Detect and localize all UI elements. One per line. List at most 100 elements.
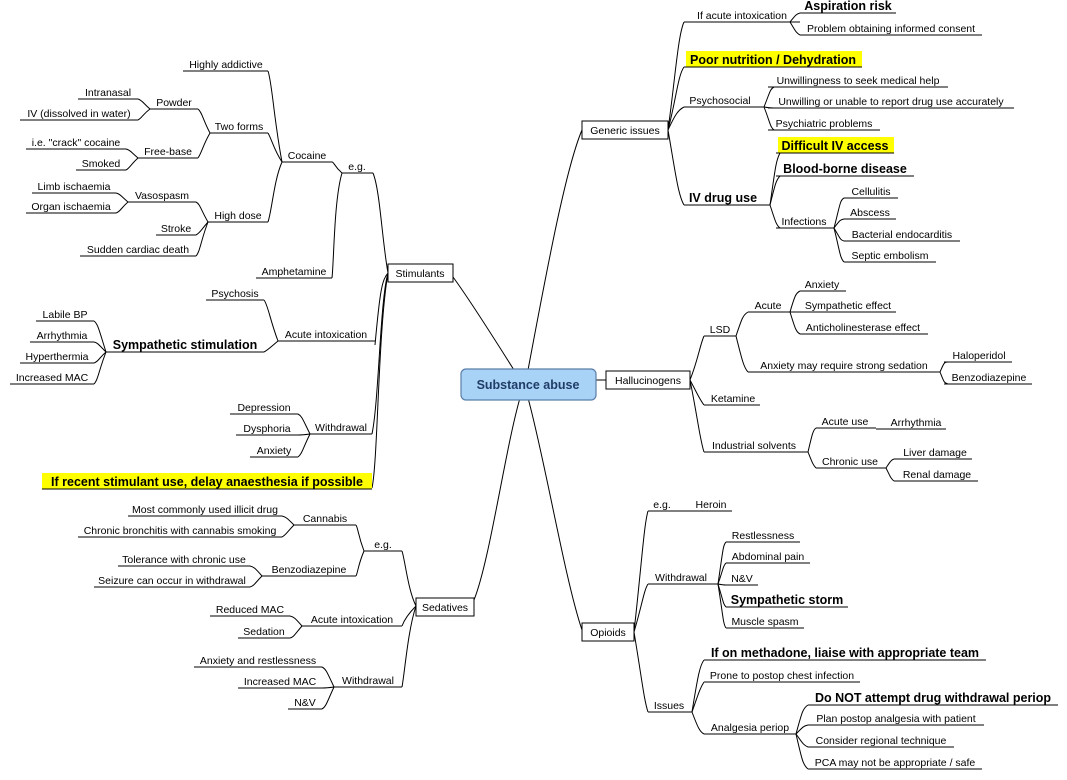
hallu-benzodiazepine: Benzodiazepine [952, 372, 1027, 384]
delay-highlight [42, 473, 372, 489]
no-drug-withdrawal: Do NOT attempt drug withdrawal periop [815, 691, 1051, 705]
sedatives-eg: e.g. [374, 539, 392, 551]
cocaine-label: Cocaine [288, 150, 327, 162]
if-acute-intoxication: If acute intoxication [697, 10, 787, 22]
benzodiazepine: Benzodiazepine [272, 564, 347, 576]
sedatives-branch: e.g. Cannabis Most commonly used illicit… [78, 504, 475, 710]
lsd: LSD [710, 324, 731, 336]
plan-postop-analgesia: Plan postop analgesia with patient [816, 713, 975, 725]
infections: Infections [782, 216, 827, 228]
abdominal-pain: Abdominal pain [732, 551, 805, 563]
arrhythmia: Arrhythmia [37, 330, 88, 342]
industrial-solvents: Industrial solvents [712, 440, 796, 452]
limb-ischaemia: Limb ischaemia [38, 181, 111, 193]
strong-sedation: Anxiety may require strong sedation [760, 360, 928, 372]
delay-anaesthesia: If recent stimulant use, delay anaesthes… [51, 475, 363, 489]
stim-withdrawal: Withdrawal [315, 422, 367, 434]
highly-addictive: Highly addictive [189, 59, 263, 71]
depression: Depression [237, 402, 290, 414]
sedatives-node[interactable] [415, 597, 475, 617]
stimulants-node[interactable] [387, 263, 454, 283]
septic-embolism: Septic embolism [851, 250, 928, 262]
poor-nutrition: Poor nutrition / Dehydration [690, 53, 856, 67]
generic-branch: If acute intoxication Aspiration risk Pr… [581, 0, 1014, 263]
difficult-iv-highlight [778, 137, 894, 153]
iv-dissolved: IV (dissolved in water) [27, 108, 130, 120]
psychiatric-problems: Psychiatric problems [776, 118, 873, 130]
organ-ischaemia: Organ ischaemia [31, 201, 111, 213]
powder: Powder [156, 97, 192, 109]
bacterial-endocarditis: Bacterial endocarditis [852, 229, 952, 241]
opioid-issues: Issues [654, 700, 684, 712]
root-title: Substance abuse [477, 378, 580, 392]
labile-bp: Labile BP [43, 309, 88, 321]
difficult-iv-access: Difficult IV access [782, 139, 889, 153]
hallucinogens-label: Hallucinogens [615, 375, 681, 387]
hyperthermia: Hyperthermia [25, 351, 88, 363]
root-node[interactable]: Substance abuse [460, 368, 597, 401]
vasospasm: Vasospasm [135, 190, 189, 202]
liver-damage: Liver damage [903, 447, 967, 459]
hallucinogens-node[interactable] [605, 370, 691, 390]
analgesia-periop: Analgesia periop [711, 722, 789, 734]
two-forms: Two forms [215, 121, 263, 133]
regional-technique: Consider regional technique [816, 735, 947, 747]
nutrition-highlight [686, 51, 862, 67]
sudden-cardiac-death: Sudden cardiac death [87, 244, 189, 256]
chronic-use: Chronic use [822, 456, 878, 468]
dysphoria: Dysphoria [243, 423, 290, 435]
sed-withdrawal: Withdrawal [342, 675, 394, 687]
iv-drug-use: IV drug use [689, 191, 757, 205]
smoked: Smoked [82, 158, 121, 170]
chronic-bronchitis: Chronic bronchitis with cannabis smoking [84, 525, 277, 537]
psychosis: Psychosis [211, 288, 258, 300]
blood-borne-disease: Blood-borne disease [783, 162, 907, 176]
psychosocial: Psychosocial [689, 95, 750, 107]
heroin: Heroin [696, 499, 727, 511]
free-base: Free-base [144, 146, 192, 158]
stim-acute-intoxication: Acute intoxication [285, 329, 367, 341]
lsd-acute: Acute [755, 300, 782, 312]
informed-consent: Problem obtaining informed consent [807, 23, 975, 35]
sed-acute-intoxication: Acute intoxication [311, 614, 393, 626]
sympathetic-storm: Sympathetic storm [731, 593, 844, 607]
opioids-label: Opioids [590, 627, 626, 639]
muscle-spasm: Muscle spasm [731, 616, 798, 628]
unwilling-seek-help: Unwillingness to seek medical help [777, 75, 940, 87]
opioids-node[interactable] [581, 622, 635, 642]
increased-mac: Increased MAC [16, 372, 89, 384]
sed-increased-mac: Increased MAC [244, 676, 317, 688]
restlessness: Restlessness [732, 530, 794, 542]
unwilling-report: Unwilling or unable to report drug use a… [778, 96, 1004, 108]
stimulants-branch: e.g. Cocaine Highly addictive Two forms … [10, 59, 454, 490]
sedatives-label: Sedatives [422, 602, 468, 614]
haloperidol: Haloperidol [952, 350, 1005, 362]
anticholinesterase-effect: Anticholinesterase effect [806, 322, 920, 334]
generic-issues-label: Generic issues [590, 125, 659, 137]
methadone-liaise: If on methadone, liaise with appropriate… [711, 646, 979, 660]
hallu-anxiety: Anxiety [805, 279, 840, 291]
generic-issues-node[interactable] [581, 120, 669, 140]
sed-nv: N&V [294, 697, 316, 709]
stimulants-eg: e.g. [348, 161, 366, 173]
stroke: Stroke [161, 223, 192, 235]
high-dose: High dose [214, 210, 261, 222]
anxiety: Anxiety [257, 445, 292, 457]
root-connectors [452, 129, 606, 631]
hallucinogens-branch: LSD Acute Anxiety Sympathetic effect Ant… [605, 279, 1032, 482]
acute-use: Acute use [822, 416, 869, 428]
postop-chest-infection: Prone to postop chest infection [710, 670, 854, 682]
stimulants-label: Stimulants [395, 268, 444, 280]
amphetamine: Amphetamine [262, 266, 327, 278]
tolerance-chronic: Tolerance with chronic use [122, 554, 246, 566]
crack-cocaine: i.e. "crack" cocaine [32, 137, 121, 149]
cellulitis: Cellulitis [851, 186, 890, 198]
reduced-mac: Reduced MAC [216, 604, 285, 616]
sedation: Sedation [243, 626, 285, 638]
ketamine: Ketamine [711, 393, 756, 405]
abscess: Abscess [850, 207, 890, 219]
sympathetic-effect: Sympathetic effect [805, 300, 891, 312]
opioid-nv: N&V [731, 573, 753, 585]
sympathetic-stimulation: Sympathetic stimulation [113, 338, 257, 352]
pca-not-appropriate: PCA may not be appropriate / safe [815, 757, 976, 769]
